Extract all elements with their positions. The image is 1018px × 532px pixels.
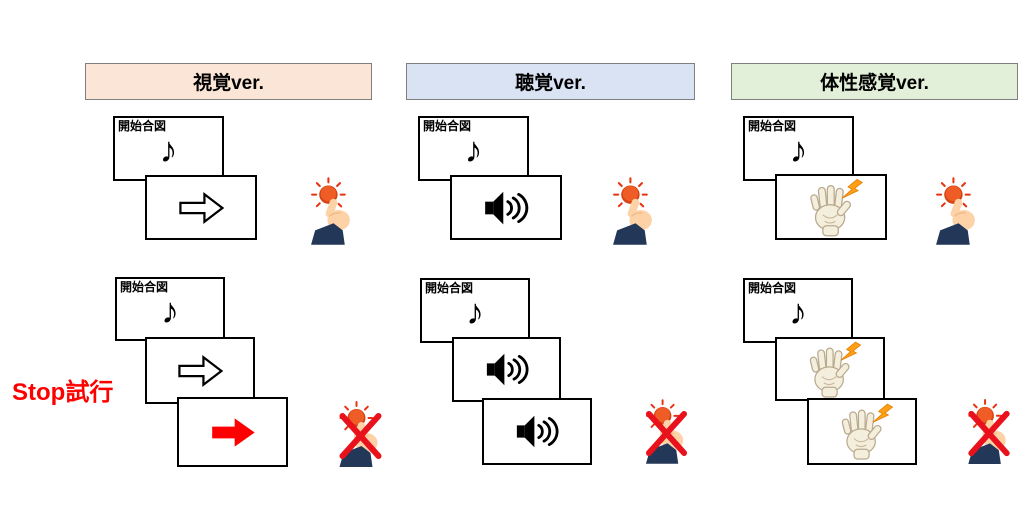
start-cue-label: 開始合図: [120, 280, 169, 294]
start-cue-label: 開始合図: [118, 119, 167, 133]
start-cue-label: 開始合図: [423, 119, 472, 133]
go-stimulus-box-auditory: [452, 337, 561, 402]
column-header-somatosensory: 体性感覚ver.: [731, 63, 1018, 100]
go-stimulus-box-visual: [145, 337, 255, 404]
music-note-icon: ♪: [789, 291, 807, 332]
stop-signal-box-auditory: [482, 398, 592, 465]
stop-trial-label: Stop試行: [12, 379, 114, 406]
music-note-icon: ♪: [789, 129, 808, 170]
start-cue-box: 開始合図 ♪: [418, 116, 529, 181]
right-arrow-outline-icon: [178, 355, 223, 386]
start-cue-label: 開始合図: [748, 119, 797, 133]
hand-shock-icon: [809, 177, 864, 236]
music-note-icon: ♪: [466, 291, 484, 332]
stop-signal-box-somatosensory: [807, 398, 917, 465]
speaker-icon: [484, 352, 529, 387]
speaker-icon: [515, 414, 559, 449]
button-press-icon: [611, 177, 658, 246]
music-note-icon: ♪: [159, 129, 178, 170]
finger-press-button-x-icon: [644, 399, 689, 465]
go-stimulus-box-auditory: [450, 175, 562, 240]
music-note-icon: ♪: [464, 129, 483, 170]
go-stimulus-box-visual: [145, 175, 257, 240]
music-note-icon: ♪: [161, 290, 179, 331]
start-cue-label: 開始合図: [425, 281, 474, 295]
right-arrow-outline-icon: [179, 192, 224, 223]
start-cue-box: 開始合図 ♪: [115, 277, 225, 341]
hand-shock-icon: [841, 403, 894, 460]
button-press-icon: [934, 177, 981, 246]
finger-press-button-icon: [310, 177, 351, 246]
speaker-icon: [483, 189, 529, 226]
column-header-visual: 視覚ver.: [85, 63, 372, 100]
finger-press-button-x-icon: [967, 399, 1012, 465]
start-cue-box: 開始合図 ♪: [743, 278, 853, 343]
stop-signal-box-visual: [177, 397, 288, 467]
hand-shock-icon: [809, 340, 862, 398]
button-press-cancelled-icon: [644, 399, 689, 465]
start-cue-box: 開始合図 ♪: [420, 278, 530, 343]
go-stimulus-box-somatosensory: [775, 174, 887, 240]
finger-press-button-icon: [935, 177, 976, 246]
button-press-cancelled-icon: [966, 399, 1012, 465]
column-header-auditory: 聴覚ver.: [406, 63, 695, 100]
button-press-icon: [309, 177, 356, 246]
start-cue-box: 開始合図 ♪: [113, 116, 224, 181]
column-header-somatosensory-label: 体性感覚ver.: [820, 73, 929, 94]
finger-press-button-icon: [612, 177, 653, 246]
start-cue-label: 開始合図: [748, 281, 797, 295]
red-arrow-icon: [211, 417, 255, 447]
start-cue-box: 開始合図 ♪: [743, 116, 854, 181]
button-press-cancelled-icon: [337, 401, 384, 468]
go-stimulus-box-somatosensory: [775, 337, 885, 401]
column-header-visual-label: 視覚ver.: [193, 73, 264, 94]
column-header-auditory-label: 聴覚ver.: [515, 73, 586, 94]
finger-press-button-x-icon: [338, 401, 384, 468]
